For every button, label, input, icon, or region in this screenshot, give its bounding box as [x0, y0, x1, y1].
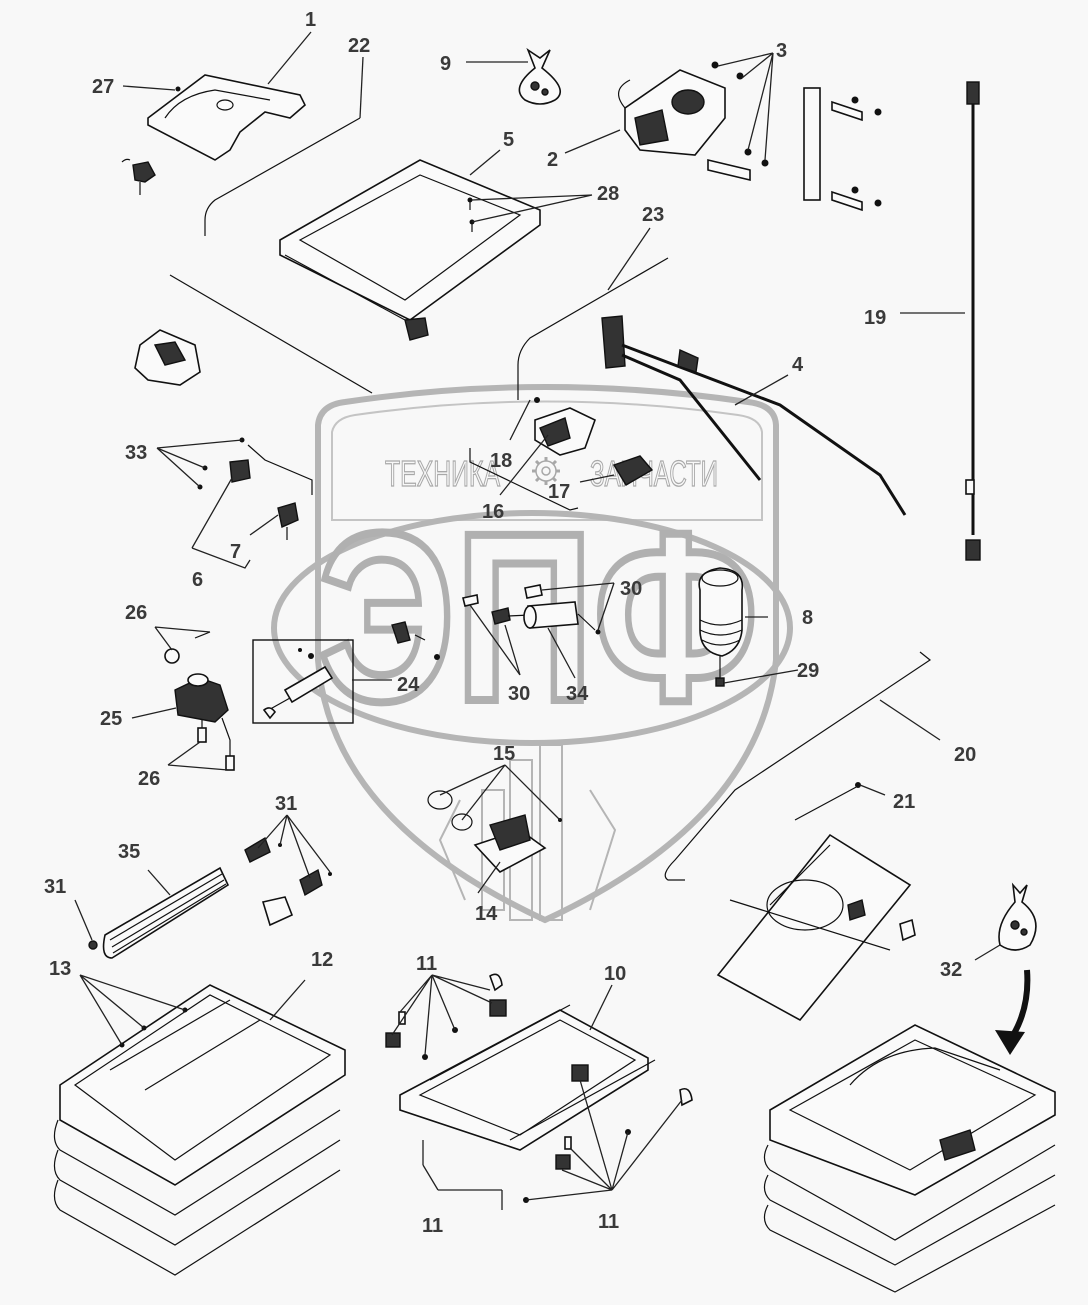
part-damper-kit-24 [252, 639, 354, 724]
callout-13: 13 [49, 958, 71, 980]
callout-21: 21 [893, 791, 915, 813]
callout-15: 15 [493, 743, 515, 765]
callout-19: 19 [864, 307, 886, 329]
part-cable-fittings [197, 437, 313, 495]
part-spacer-26 [164, 631, 211, 664]
callout-30-bottom: 30 [508, 683, 530, 705]
part-top-plate [147, 74, 306, 161]
watermark-shield [315, 384, 779, 924]
part-nut-31 [88, 940, 98, 950]
part-bracket-small [391, 621, 440, 660]
part-hardware-bag-32 [998, 882, 1037, 951]
part-clip [121, 158, 156, 195]
part-hardware-bag-9 [518, 47, 561, 105]
callout-11-bottom-left: 11 [422, 1215, 443, 1237]
callout-20: 20 [954, 744, 976, 766]
part-wiring-harness [601, 315, 907, 516]
callout-26-top: 26 [125, 602, 147, 624]
watermark-oval [271, 510, 793, 746]
part-cable-22 [204, 117, 361, 236]
watermark: ЭПФ ТЕХНИКА ЗАПЧАСТИ [271, 384, 793, 924]
callout-35: 35 [118, 841, 140, 863]
part-slide-frame-10 [399, 1004, 656, 1151]
part-valve-14 [473, 814, 547, 873]
part-bellows-12 [53, 984, 346, 1276]
part-fasteners-11 [385, 973, 693, 1210]
part-cable-23 [517, 257, 669, 400]
callout-28: 28 [597, 183, 619, 205]
callout-labels: 1 2 3 4 5 6 7 8 9 10 11 11 11 12 13 14 1… [44, 9, 976, 1237]
callout-4: 4 [792, 354, 804, 376]
part-screw-18 [534, 397, 540, 403]
callout-3: 3 [776, 40, 787, 62]
callout-29: 29 [797, 660, 819, 682]
part-scissor-frame [716, 833, 916, 1022]
callout-30-right: 30 [620, 578, 642, 600]
part-fasteners-3 [707, 61, 769, 182]
callout-5: 5 [503, 129, 514, 151]
part-straps [803, 87, 882, 212]
part-air-spring-8 [698, 567, 744, 687]
callout-27: 27 [92, 76, 114, 98]
callout-34: 34 [566, 683, 589, 705]
part-switch-7 [277, 502, 299, 540]
part-latch-31 [244, 836, 332, 927]
part-bracket [134, 329, 201, 386]
leader-lines [74, 31, 1001, 1201]
part-cable-long [169, 274, 373, 394]
callout-24: 24 [397, 674, 420, 696]
callout-23: 23 [642, 204, 664, 226]
part-compressor [618, 69, 726, 156]
part-pin-21 [794, 782, 861, 821]
callout-12: 12 [311, 949, 333, 971]
callout-7: 7 [230, 541, 241, 563]
part-shock-absorber-34 [462, 584, 601, 635]
callout-11-top: 11 [416, 953, 437, 975]
part-lever-16 [534, 407, 596, 456]
part-power-cable [965, 81, 981, 561]
part-lever-bracket [469, 448, 579, 511]
part-assembled-base [763, 1024, 1056, 1293]
callout-8: 8 [802, 607, 813, 629]
part-upper-frame [279, 159, 541, 341]
callout-6: 6 [192, 569, 203, 591]
watermark-left-text: ТЕХНИКА [385, 453, 500, 494]
callout-14: 14 [475, 903, 498, 925]
callout-2: 2 [547, 149, 558, 171]
callout-31-left: 31 [44, 876, 66, 898]
callout-18: 18 [490, 450, 512, 472]
callout-33: 33 [125, 442, 147, 464]
callout-9: 9 [440, 53, 451, 75]
callout-10: 10 [604, 963, 626, 985]
callout-26-bottom: 26 [138, 768, 160, 790]
watermark-right-text: ЗАПЧАСТИ [590, 453, 718, 494]
callout-32: 32 [940, 959, 962, 981]
arrow-icon [995, 969, 1031, 1055]
callout-16: 16 [482, 501, 504, 523]
part-height-control-25 [174, 673, 235, 771]
part-screws-28 [467, 197, 475, 232]
callout-22: 22 [348, 35, 370, 57]
part-knob-17 [612, 455, 654, 486]
callout-11-bottom-right: 11 [598, 1211, 619, 1233]
part-rod-20 [664, 651, 932, 881]
callout-1: 1 [305, 9, 316, 31]
part-screw-27 [175, 86, 181, 92]
watermark-shield-inner [331, 400, 763, 521]
callout-25: 25 [100, 708, 122, 730]
part-bumper-35 [102, 866, 230, 959]
gear-icon [532, 457, 560, 485]
callout-17: 17 [548, 481, 570, 503]
callout-31-top: 31 [275, 793, 297, 815]
